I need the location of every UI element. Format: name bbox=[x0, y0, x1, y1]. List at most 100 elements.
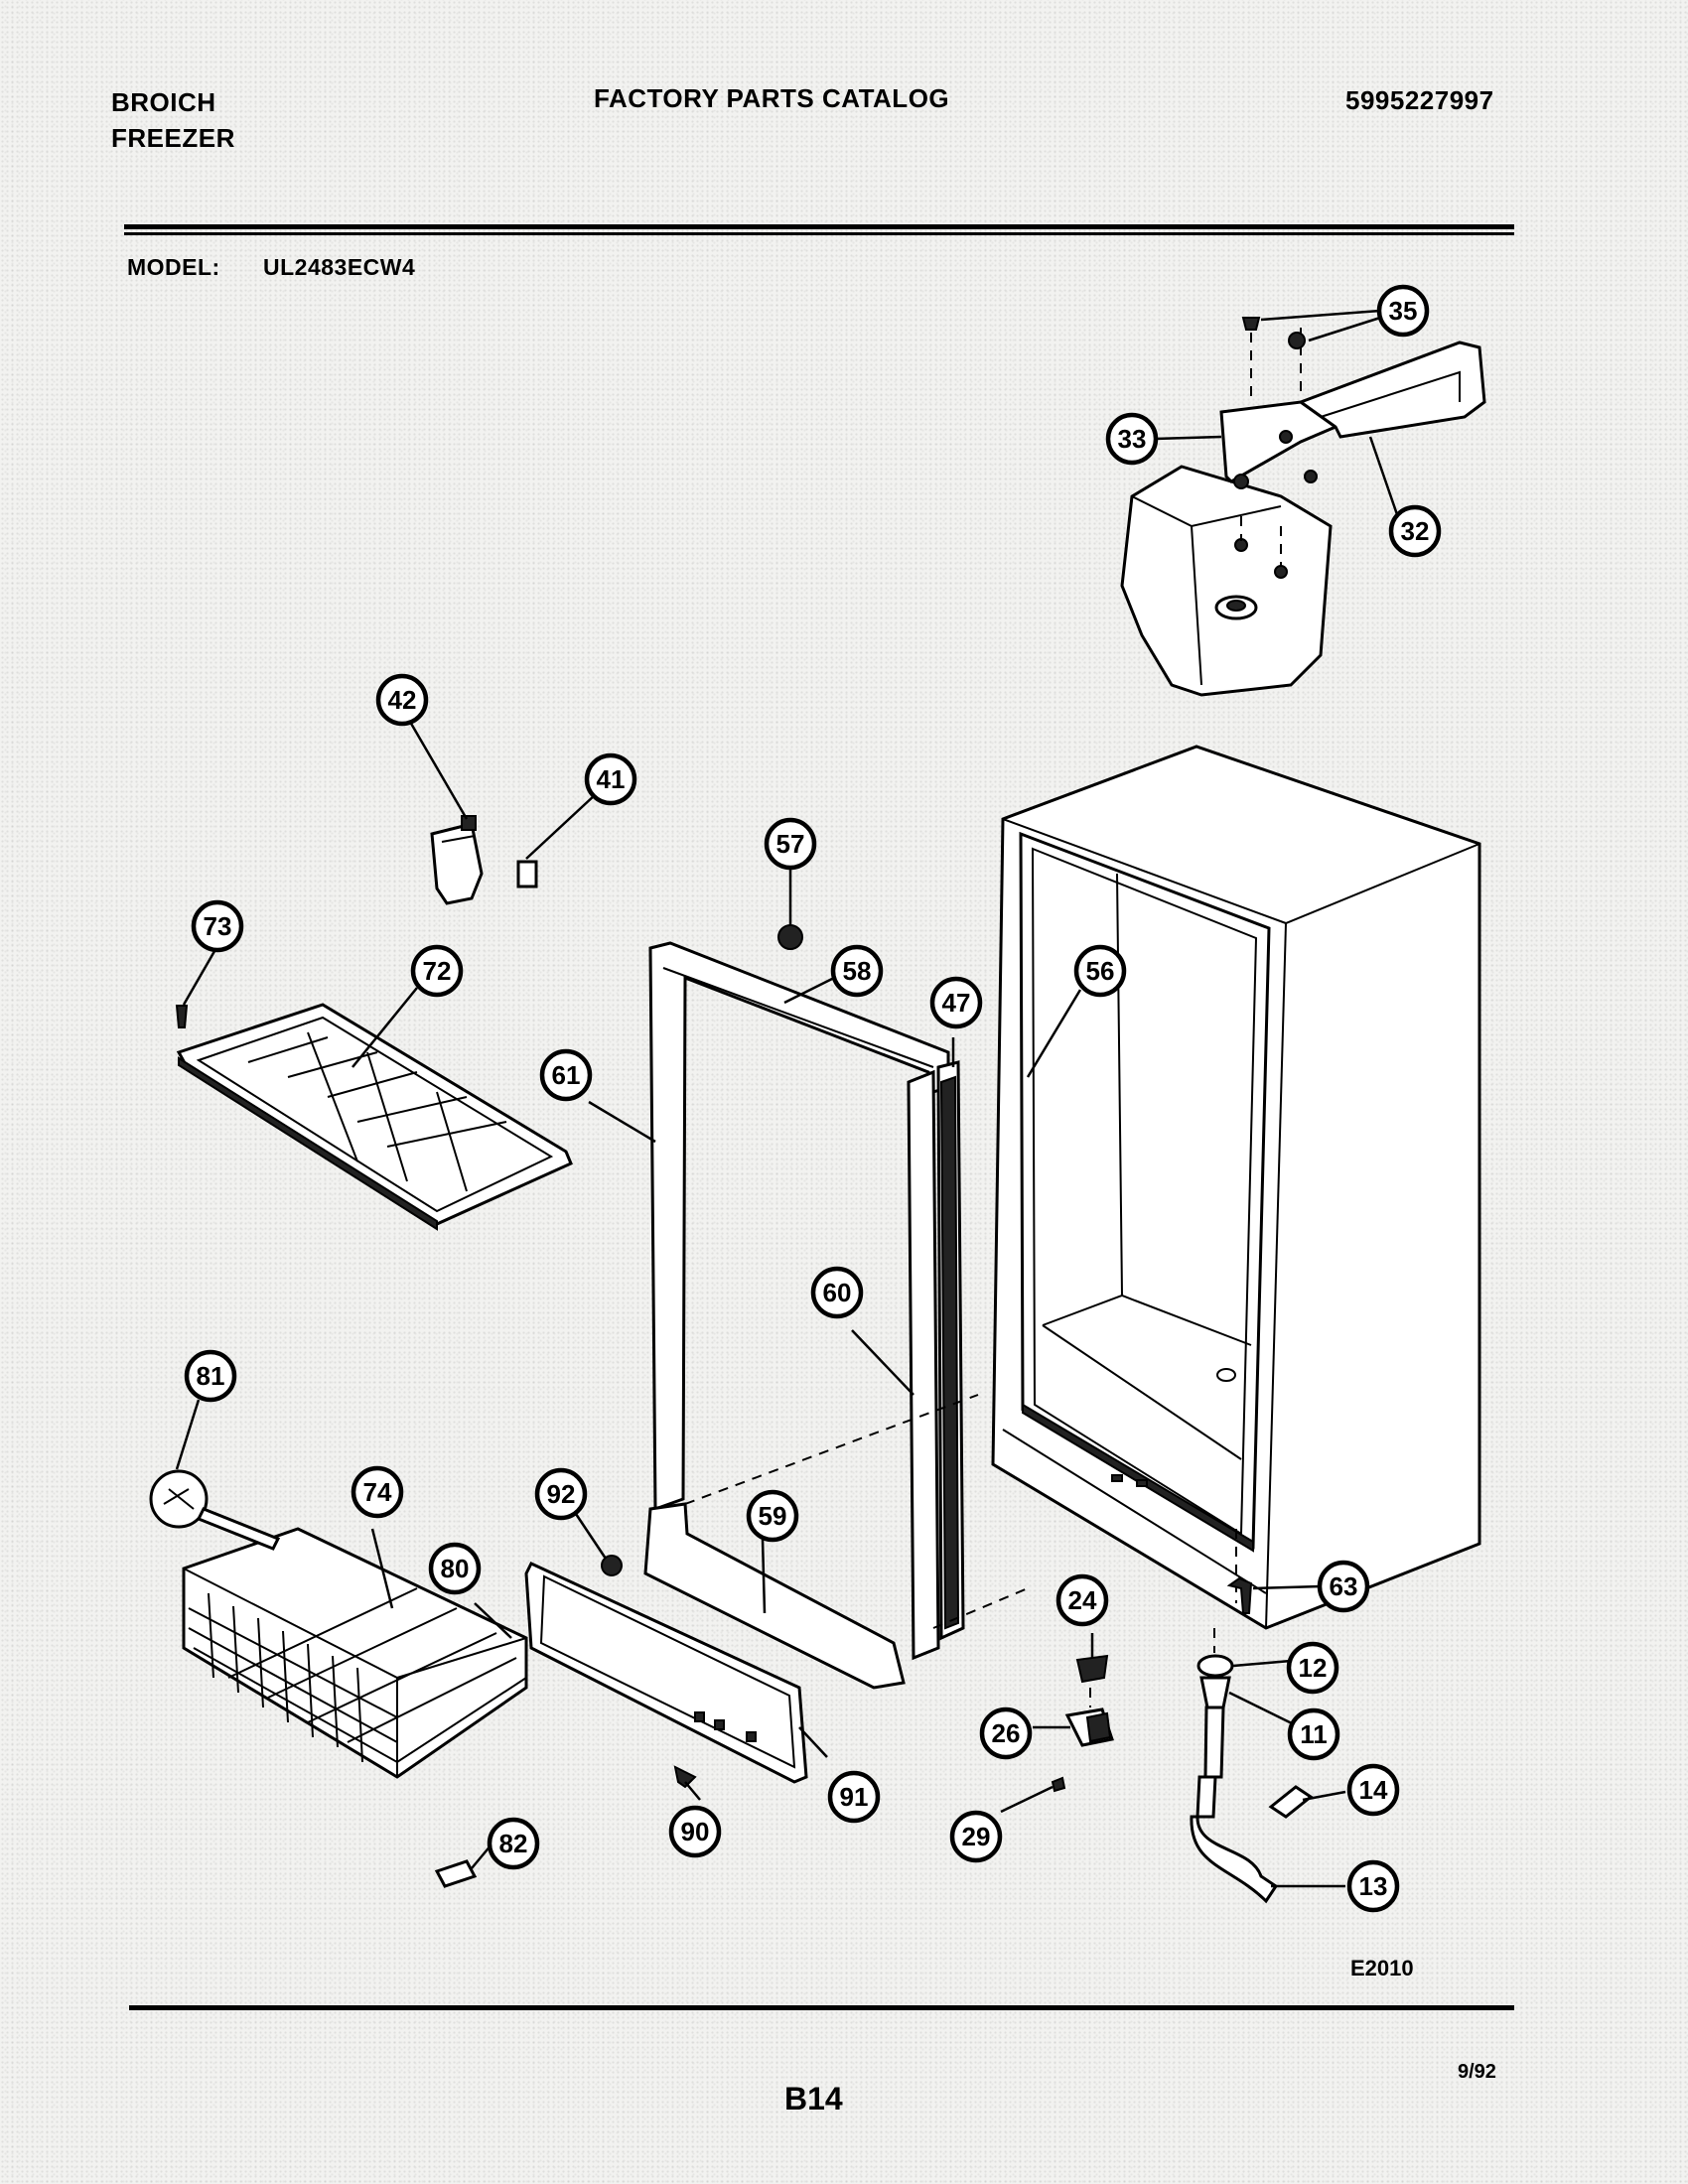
callout-73-label: 73 bbox=[204, 911, 232, 941]
callout-60-label: 60 bbox=[823, 1278, 852, 1307]
drain-fitting bbox=[1199, 1676, 1231, 1709]
catalog-part-number: 5995227997 bbox=[1345, 85, 1494, 115]
callout-72-label: 72 bbox=[423, 956, 452, 986]
callout-26-label: 26 bbox=[992, 1718, 1021, 1748]
callout-33: 33 bbox=[1105, 412, 1159, 466]
callout-80: 80 bbox=[428, 1542, 482, 1595]
drain-cap bbox=[1196, 1654, 1234, 1678]
callout-73: 73 bbox=[191, 899, 244, 953]
callout-41-label: 41 bbox=[597, 764, 626, 794]
compressor-grommet bbox=[1288, 332, 1306, 349]
callout-61: 61 bbox=[539, 1048, 593, 1102]
basket-stop bbox=[434, 1859, 478, 1888]
callout-35-label: 35 bbox=[1389, 296, 1418, 326]
callout-29: 29 bbox=[949, 1810, 1003, 1863]
callout-24: 24 bbox=[1055, 1573, 1109, 1627]
callout-13: 13 bbox=[1346, 1859, 1400, 1913]
page-number: B14 bbox=[784, 2081, 843, 2116]
date-code: 9/92 bbox=[1458, 2061, 1496, 2083]
callout-12: 12 bbox=[1286, 1641, 1339, 1695]
callout-58-label: 58 bbox=[843, 956, 872, 986]
callout-24-label: 24 bbox=[1068, 1585, 1097, 1615]
door-handle-strip bbox=[524, 1562, 808, 1784]
basket-hanger bbox=[149, 1469, 209, 1529]
callout-61-label: 61 bbox=[552, 1060, 581, 1090]
callout-35: 35 bbox=[1376, 284, 1430, 338]
callout-41: 41 bbox=[584, 752, 637, 806]
callout-91-label: 91 bbox=[840, 1782, 869, 1812]
model-value: UL2483ECW4 bbox=[263, 254, 416, 280]
brand-line-1: BROICH bbox=[111, 87, 216, 117]
panel-screw bbox=[175, 1005, 189, 1028]
drain-assembly bbox=[1190, 1529, 1314, 1904]
drain-hose bbox=[1190, 1815, 1279, 1904]
callout-57-label: 57 bbox=[776, 829, 805, 859]
drain-clip bbox=[1268, 1785, 1314, 1819]
callout-92-label: 92 bbox=[547, 1479, 576, 1509]
callout-32-label: 32 bbox=[1401, 516, 1430, 546]
compressor-mounting-bolt bbox=[1241, 317, 1261, 331]
callout-42: 42 bbox=[375, 673, 429, 727]
thermostat-knob bbox=[516, 860, 538, 888]
brand-line-2: FREEZER bbox=[111, 123, 235, 153]
cover-panel bbox=[175, 1003, 573, 1231]
freezer-cabinet bbox=[991, 745, 1481, 1630]
model-label: MODEL: bbox=[127, 254, 220, 280]
drain-tube bbox=[1196, 1775, 1217, 1819]
handle-screw bbox=[673, 1765, 697, 1789]
callout-26: 26 bbox=[979, 1706, 1033, 1760]
door-gasket bbox=[648, 941, 950, 1512]
callout-32: 32 bbox=[1388, 504, 1442, 558]
compressor-assembly bbox=[1120, 317, 1486, 697]
header-rule-secondary bbox=[124, 232, 1514, 235]
callout-14: 14 bbox=[1346, 1763, 1400, 1817]
door-seal-plug bbox=[601, 1555, 623, 1576]
callout-81: 81 bbox=[184, 1349, 237, 1403]
header-rule bbox=[124, 224, 1514, 229]
callout-14-label: 14 bbox=[1359, 1775, 1388, 1805]
callout-74-label: 74 bbox=[363, 1477, 392, 1507]
callout-90: 90 bbox=[668, 1805, 722, 1858]
lock-cylinder bbox=[1075, 1654, 1109, 1684]
callout-59: 59 bbox=[746, 1489, 799, 1543]
callout-92: 92 bbox=[534, 1467, 588, 1521]
footer-rule bbox=[129, 2005, 1514, 2010]
callout-82: 82 bbox=[487, 1817, 540, 1870]
callout-90-label: 90 bbox=[681, 1817, 710, 1846]
callout-60: 60 bbox=[810, 1266, 864, 1319]
lock-assembly bbox=[1051, 1654, 1114, 1793]
callout-57: 57 bbox=[764, 817, 817, 871]
thermostat-assembly bbox=[430, 815, 538, 905]
callout-12-label: 12 bbox=[1299, 1653, 1328, 1683]
leveling-leg bbox=[1226, 1576, 1253, 1614]
callout-58: 58 bbox=[830, 944, 884, 998]
freezer-basket bbox=[149, 1469, 528, 1888]
callout-72: 72 bbox=[410, 944, 464, 998]
door-gasket-bottom bbox=[643, 1502, 906, 1690]
callout-80-label: 80 bbox=[441, 1554, 470, 1583]
callout-47: 47 bbox=[929, 976, 983, 1029]
callout-81-label: 81 bbox=[197, 1361, 225, 1391]
callout-63: 63 bbox=[1317, 1560, 1370, 1613]
diagram-code: E2010 bbox=[1350, 1956, 1414, 1980]
lock-screw bbox=[1051, 1776, 1066, 1793]
callout-91: 91 bbox=[827, 1770, 881, 1824]
callout-29-label: 29 bbox=[962, 1822, 991, 1851]
callout-59-label: 59 bbox=[759, 1501, 787, 1531]
callout-42-label: 42 bbox=[388, 685, 417, 715]
door-stop bbox=[777, 924, 803, 950]
callout-56: 56 bbox=[1073, 944, 1127, 998]
door-assembly bbox=[503, 924, 965, 1789]
callout-47-label: 47 bbox=[942, 988, 971, 1018]
callout-11: 11 bbox=[1287, 1707, 1340, 1761]
callout-33-label: 33 bbox=[1118, 424, 1147, 454]
compressor-base-bracket bbox=[1297, 341, 1486, 439]
callout-11-label: 11 bbox=[1300, 1719, 1328, 1749]
door-panel-side bbox=[907, 1069, 940, 1661]
callout-56-label: 56 bbox=[1086, 956, 1115, 986]
callout-13-label: 13 bbox=[1359, 1871, 1388, 1901]
callout-63-label: 63 bbox=[1330, 1571, 1358, 1601]
catalog-title: FACTORY PARTS CATALOG bbox=[594, 83, 950, 113]
callout-74: 74 bbox=[351, 1465, 404, 1519]
